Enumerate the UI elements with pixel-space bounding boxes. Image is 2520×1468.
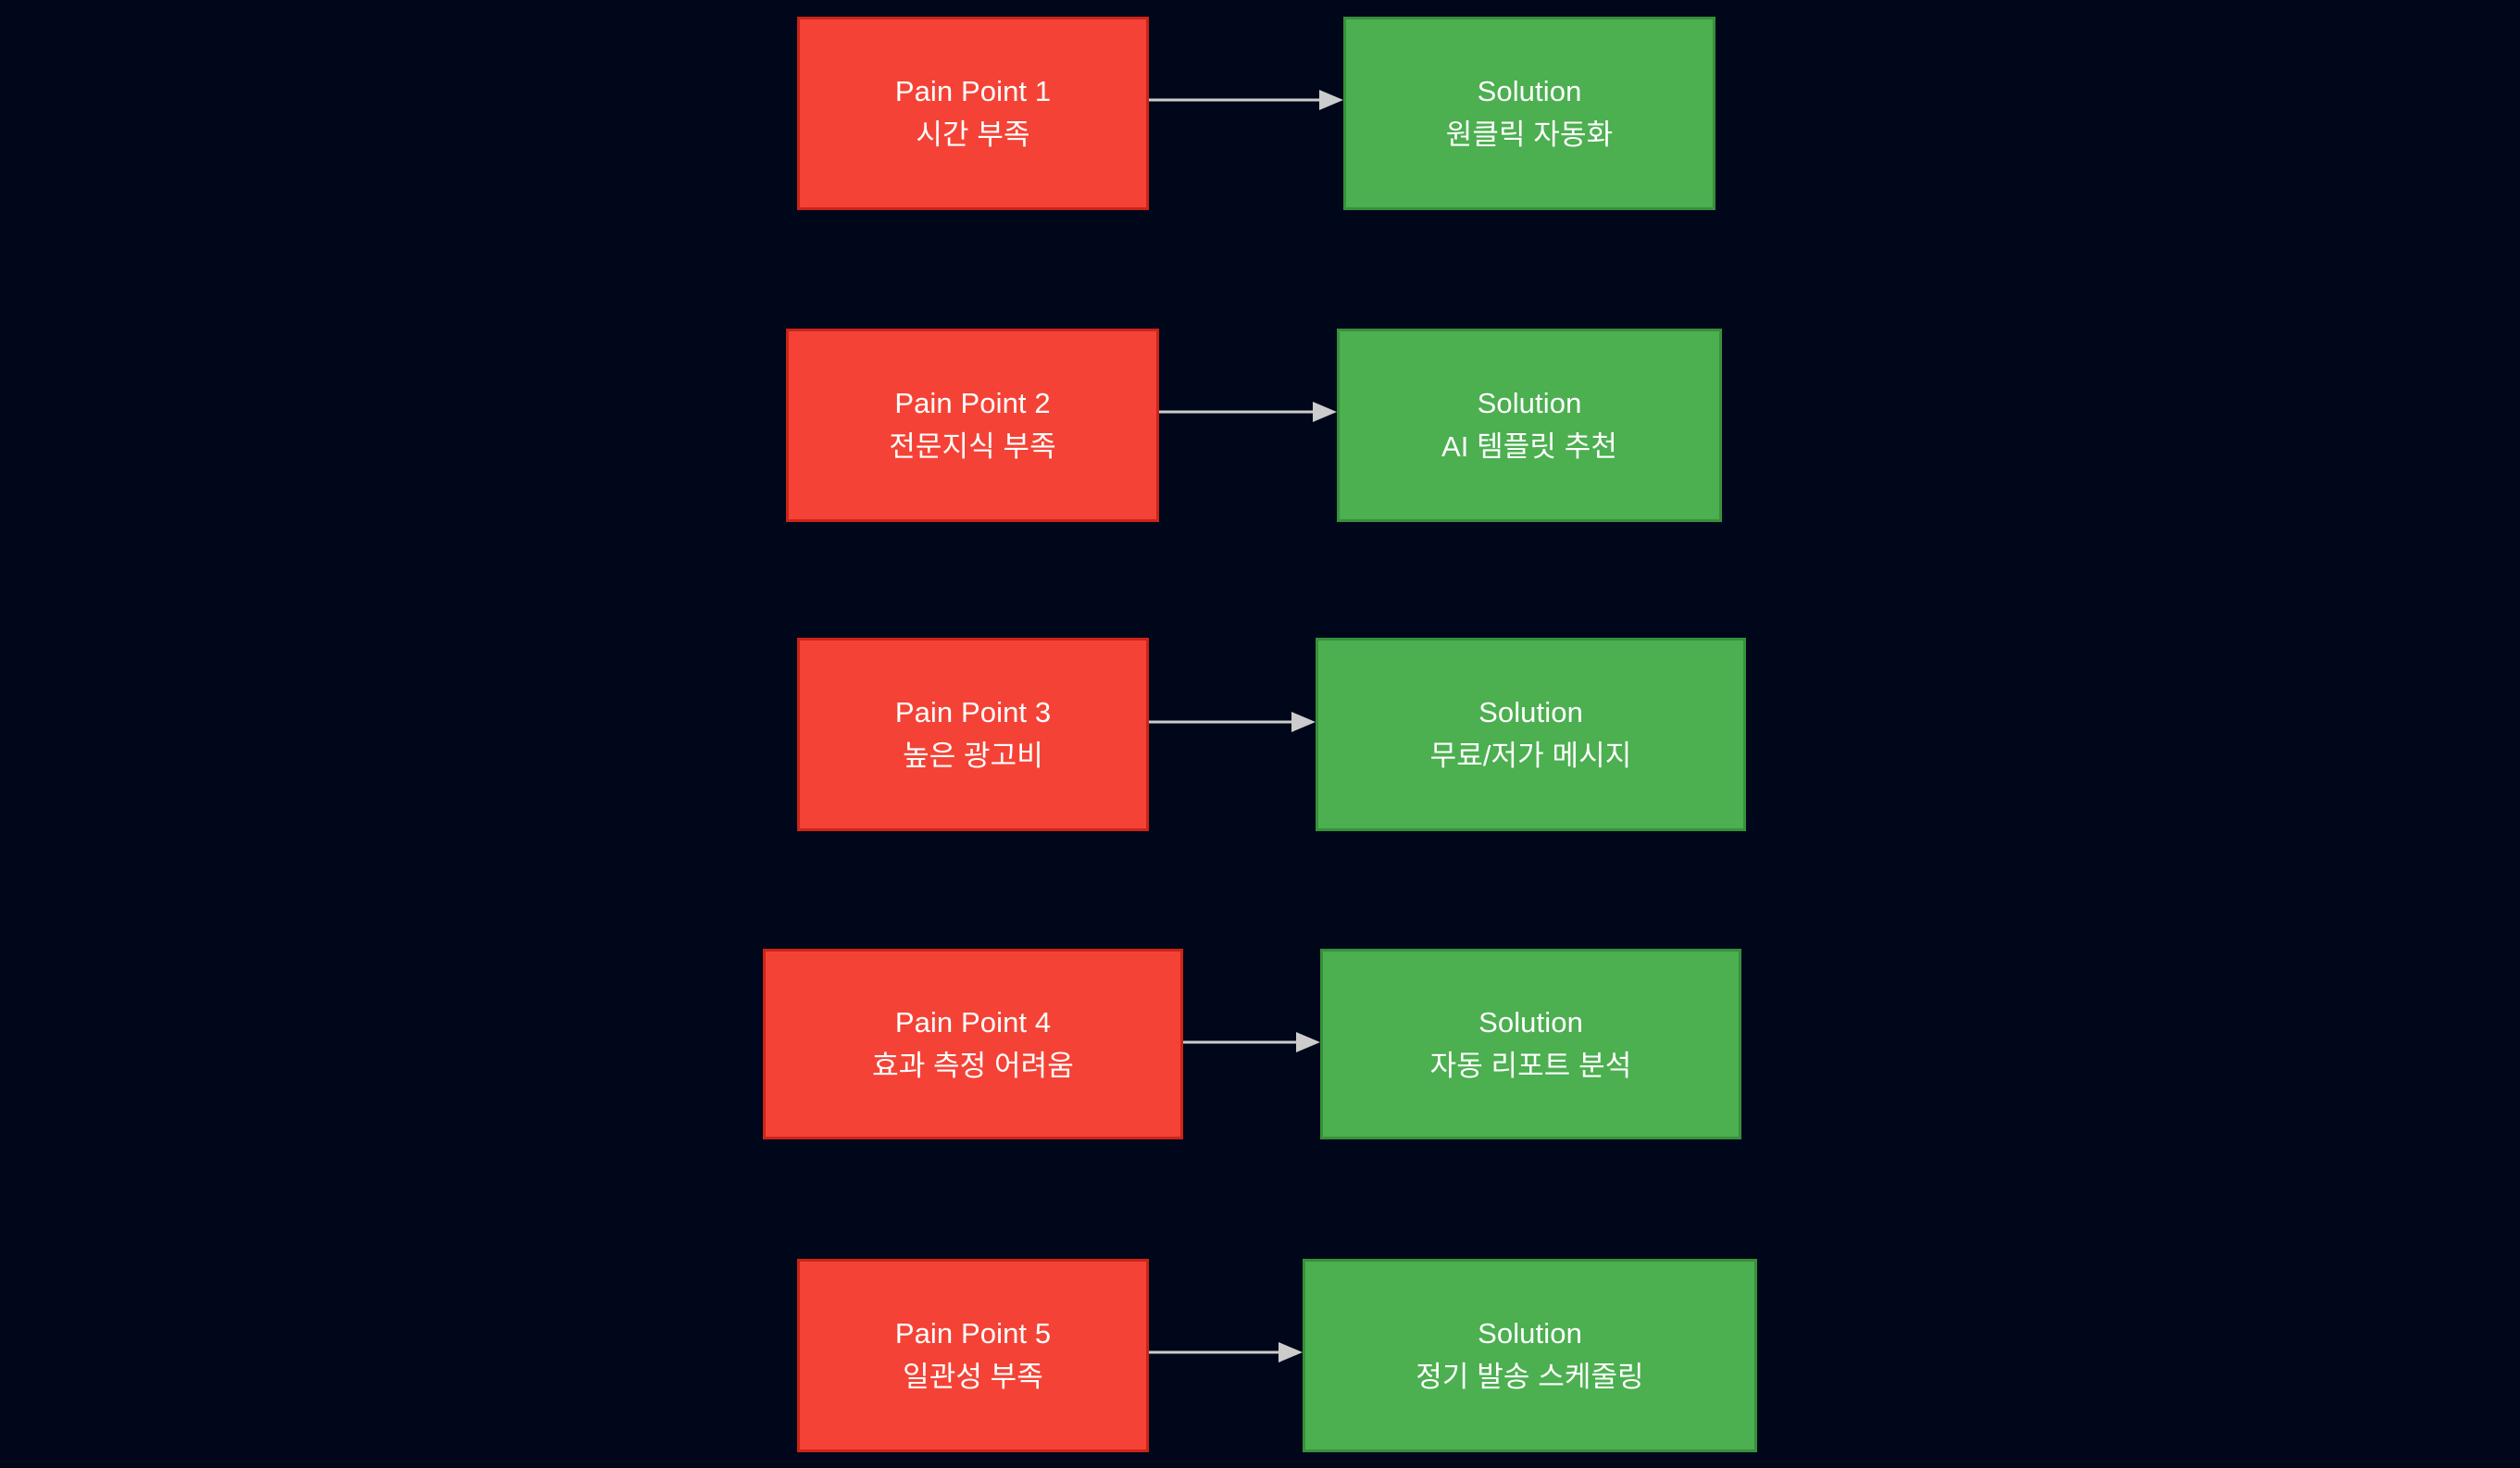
pain-point-node-3[interactable]: Pain Point 3 높은 광고비 xyxy=(797,638,1149,831)
solution-title: Solution xyxy=(1478,696,1583,729)
flow-arrow-3 xyxy=(1149,708,1316,736)
solution-node-4[interactable]: Solution 자동 리포트 분석 xyxy=(1320,949,1741,1139)
pain-point-node-2[interactable]: Pain Point 2 전문지식 부족 xyxy=(786,329,1159,522)
solution-node-3[interactable]: Solution 무료/저가 메시지 xyxy=(1316,638,1746,831)
flow-arrow-5 xyxy=(1149,1338,1303,1366)
solution-node-1[interactable]: Solution 원클릭 자동화 xyxy=(1343,17,1715,210)
pain-point-node-5[interactable]: Pain Point 5 일관성 부족 xyxy=(797,1259,1149,1452)
pain-point-detail: 효과 측정 어려움 xyxy=(872,1049,1074,1082)
solution-title: Solution xyxy=(1478,1005,1583,1039)
pain-point-detail: 일관성 부족 xyxy=(903,1361,1043,1393)
pain-point-title: Pain Point 3 xyxy=(894,696,1052,729)
solution-title: Solution xyxy=(1478,1317,1582,1350)
solution-detail: 자동 리포트 분석 xyxy=(1429,1049,1632,1082)
solution-node-2[interactable]: Solution AI 템플릿 추천 xyxy=(1337,329,1722,522)
pain-point-title: Pain Point 2 xyxy=(894,387,1051,420)
solution-detail: 정기 발송 스케줄링 xyxy=(1416,1361,1644,1393)
flow-arrow-4 xyxy=(1183,1028,1320,1056)
flow-arrow-1 xyxy=(1149,86,1343,114)
pain-point-node-4[interactable]: Pain Point 4 효과 측정 어려움 xyxy=(763,949,1183,1139)
pain-point-detail: 전문지식 부족 xyxy=(889,430,1056,463)
solution-detail: 무료/저가 메시지 xyxy=(1429,740,1632,772)
pain-point-node-1[interactable]: Pain Point 1 시간 부족 xyxy=(797,17,1149,210)
solution-title: Solution xyxy=(1477,387,1582,420)
flow-arrow-2 xyxy=(1159,398,1337,426)
solution-node-5[interactable]: Solution 정기 발송 스케줄링 xyxy=(1303,1259,1757,1452)
solution-detail: 원클릭 자동화 xyxy=(1445,118,1614,151)
pain-point-title: Pain Point 4 xyxy=(894,1005,1052,1039)
solution-detail: AI 템플릿 추천 xyxy=(1441,430,1617,463)
pain-point-title: Pain Point 5 xyxy=(894,1317,1052,1350)
solution-title: Solution xyxy=(1477,75,1582,108)
pain-point-title: Pain Point 1 xyxy=(894,75,1052,108)
pain-point-detail: 시간 부족 xyxy=(916,118,1030,151)
pain-point-detail: 높은 광고비 xyxy=(903,740,1043,772)
